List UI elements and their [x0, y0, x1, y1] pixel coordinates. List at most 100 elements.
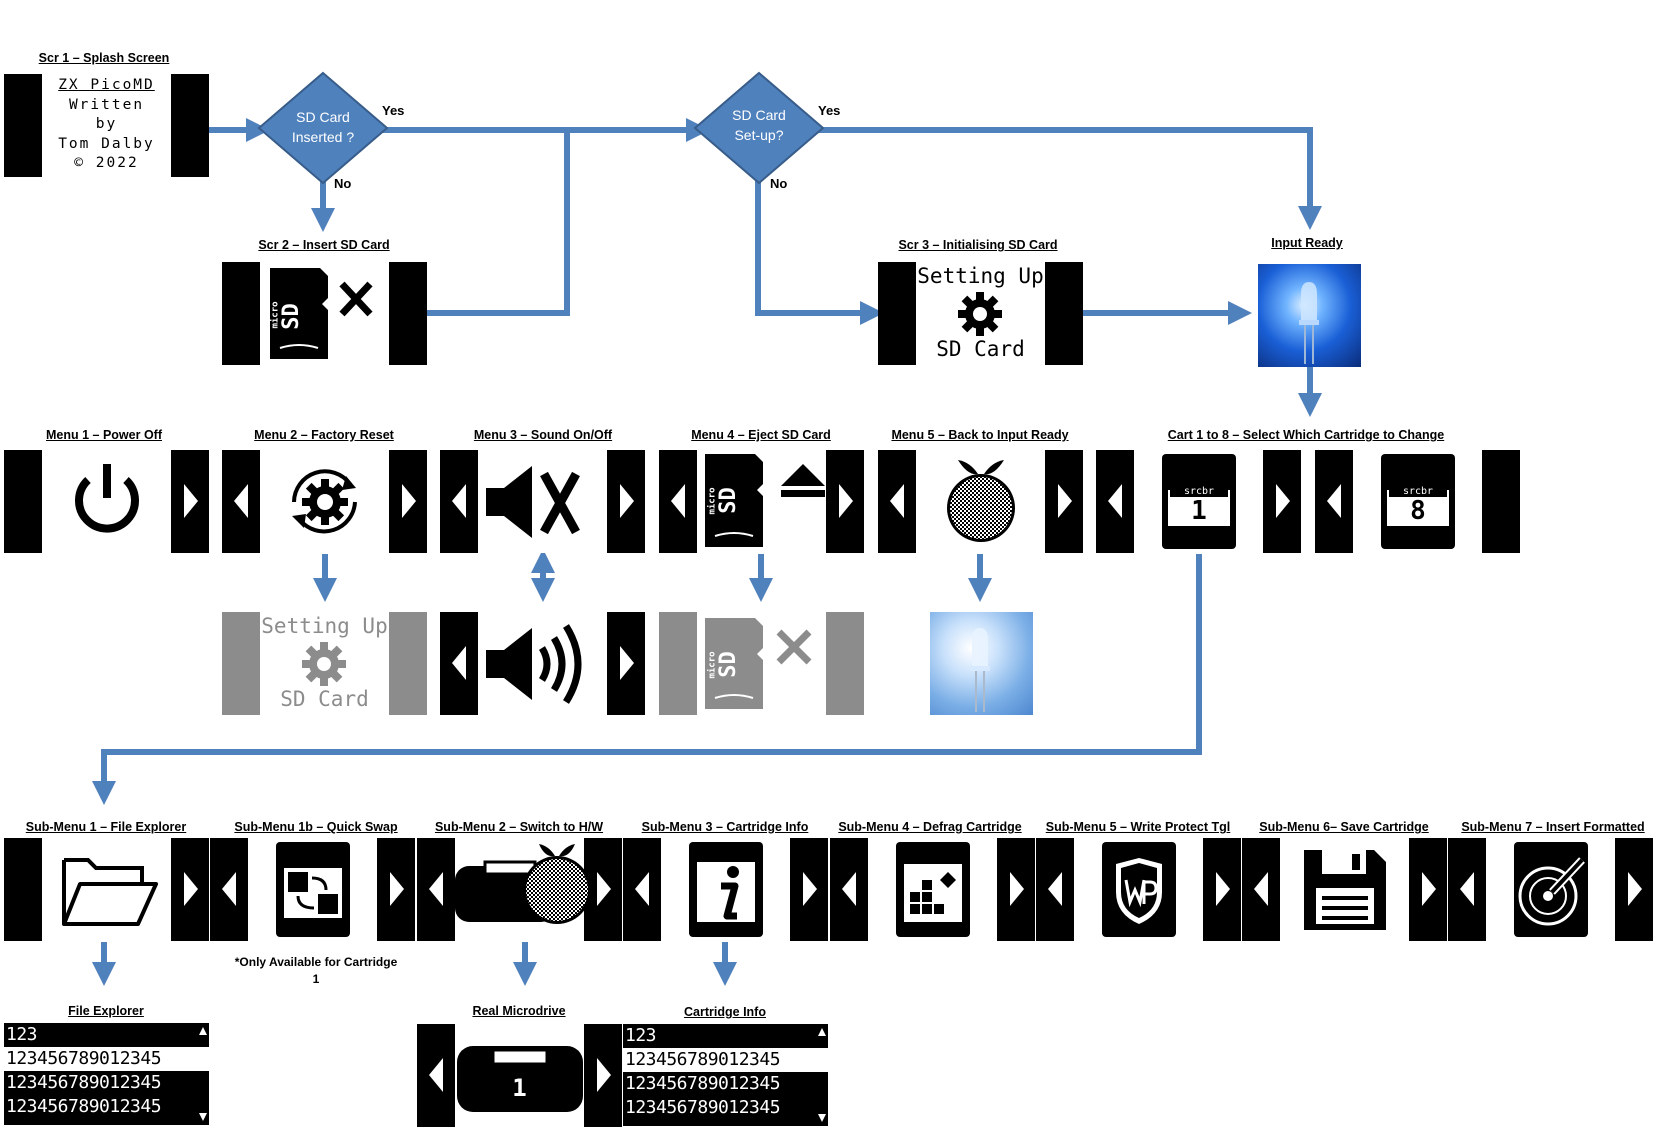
defrag-icon [842, 842, 1024, 937]
label-sub1b: Sub-Menu 1b – Quick Swap [234, 820, 398, 834]
label-sub3: Sub-Menu 3 – Cartridge Info [641, 820, 809, 834]
d1-yes-label: Yes [382, 103, 405, 118]
info-icon [635, 842, 817, 937]
quick-swap-icon [222, 842, 404, 937]
label-menu4: Menu 4 – Eject SD Card [691, 428, 831, 442]
back-to-input-led [930, 612, 1033, 715]
sd-eject-icon [671, 454, 853, 547]
arrow-scr2-to-d2 [425, 130, 570, 316]
label-cartridge-info: Cartridge Info [684, 1005, 766, 1019]
label-sub2: Sub-Menu 2 – Switch to H/W [434, 820, 604, 834]
menu2-factory-reset-screen [222, 450, 427, 553]
menu5-back-screen [878, 450, 1083, 553]
label-scr3: Scr 3 – Initialising SD Card [898, 238, 1058, 252]
d2-yes-label: Yes [818, 103, 841, 118]
real-microdrive-screen: 1 [417, 1024, 622, 1127]
arrow-cart-to-submenu [92, 554, 1202, 805]
eject-sd-text: SD [715, 487, 741, 514]
d2-no-label: No [770, 176, 788, 191]
decision-sd-setup-text: SD Card Set-up? [732, 107, 786, 143]
setting-up-screen: Setting Up SD Card [878, 262, 1083, 365]
sd-card-missing-icon [270, 268, 373, 359]
decision-sd-setup [693, 71, 825, 185]
decision-sd-inserted-text: SD Card Inserted ? [291, 109, 355, 145]
scroll-arrows[interactable] [623, 1024, 828, 1126]
label-menu5: Menu 5 – Back to Input Ready [891, 428, 1069, 442]
cart1-number: 1 [1191, 496, 1207, 526]
label-sub4: Sub-Menu 4 – Defrag Cartridge [838, 820, 1022, 834]
gear-icon [302, 642, 346, 686]
sd-label-wrap: micro SD [271, 292, 304, 342]
gear-icon [958, 292, 1002, 336]
reset-top-text: Setting Up [261, 614, 388, 638]
sub6-save-screen [1242, 838, 1447, 941]
insert-sd-screen: micro SD [222, 262, 427, 365]
raspberry-pi-icon [890, 460, 1072, 542]
arrow-d2-no [755, 178, 884, 325]
led-icon [1299, 282, 1319, 364]
file-explorer-list[interactable]: 123 123456789012345 123456789012345 1234… [4, 1023, 209, 1125]
sub5-write-protect-screen [1036, 838, 1241, 941]
list-item[interactable]: 123456789012345 [625, 1097, 781, 1118]
quick-swap-note: *Only Available for Cartridge 1 [234, 955, 398, 986]
list-item[interactable]: 123456789012345 [6, 1096, 162, 1117]
list-item[interactable]: 123456789012345 [6, 1072, 162, 1093]
cart8-number: 8 [1410, 496, 1426, 526]
factory-reset-result-screen: Setting Up SD Card [222, 612, 427, 715]
sound-off-icon [452, 466, 634, 538]
cartridge-info-list[interactable]: 123 123456789012345 123456789012345 1234… [623, 1024, 828, 1126]
sd-text: SD [278, 303, 304, 330]
menu4-eject-sd-screen: micro SD [659, 450, 864, 553]
splash-screen: ZX PicoMD Written by Tom Dalby © 2022 [4, 74, 209, 177]
label-cart: Cart 1 to 8 – Select Which Cartridge to … [1167, 428, 1445, 442]
splash-text: ZX PicoMD Written by Tom Dalby © 2022 [42, 74, 171, 177]
factory-reset-icon [234, 469, 416, 534]
cart8-screen: srcbr 8 [1315, 450, 1520, 553]
arrow-d2-yes [818, 127, 1322, 230]
folder-icon [62, 858, 198, 926]
microdrive-icon [429, 844, 611, 924]
floppy-save-icon [1254, 850, 1436, 930]
list-item[interactable]: 123456789012345 [625, 1073, 781, 1094]
cart8-tag: srcbr [1389, 486, 1447, 497]
label-sub6: Sub-Menu 6– Save Cartridge [1259, 820, 1429, 834]
menu3-sound-screen [440, 450, 645, 553]
splash-line4: Tom Dalby [58, 135, 155, 152]
sd-card-missing-icon [705, 618, 812, 709]
splash-line2: Written [68, 96, 145, 113]
sub4-defrag-screen [830, 838, 1035, 941]
format-disc-icon [1460, 842, 1642, 937]
write-protect-icon [1048, 842, 1230, 937]
sub7-insert-formatted-screen [1448, 838, 1653, 941]
label-sub5: Sub-Menu 5 – Write Protect Tgl [1045, 820, 1231, 834]
list-item-selected[interactable]: 123456789012345 [4, 1047, 209, 1071]
led-icon [970, 628, 990, 712]
label-scr1: Scr 1 – Splash Screen [38, 51, 170, 65]
setup-top-text: Setting Up [917, 264, 1044, 288]
label-file-explorer: File Explorer [68, 1004, 144, 1018]
reset-bottom-text: SD Card [280, 687, 369, 711]
sub2-switch-hw-screen [417, 838, 622, 941]
label-menu2: Menu 2 – Factory Reset [254, 428, 394, 442]
scroll-arrows[interactable] [4, 1023, 209, 1125]
label-sub1: Sub-Menu 1 – File Explorer [25, 820, 187, 834]
label-menu3: Menu 3 – Sound On/Off [473, 428, 613, 442]
sub1b-quick-swap-screen [210, 838, 415, 941]
setup-bottom-text: SD Card [936, 337, 1025, 361]
sound-on-screen [440, 612, 645, 715]
menu1-power-off-screen [4, 450, 209, 553]
list-item[interactable]: 123 [625, 1025, 657, 1046]
power-icon [75, 464, 198, 533]
list-item[interactable]: 123 [6, 1024, 38, 1045]
decision-sd-inserted [257, 71, 389, 185]
label-sub7: Sub-Menu 7 – Insert Formatted [1461, 820, 1645, 834]
list-item-selected[interactable]: 123456789012345 [623, 1048, 828, 1072]
label-input-ready: Input Ready [1271, 236, 1343, 250]
eject-result-screen: micro SD [659, 612, 864, 715]
d1-no-label: No [334, 176, 352, 191]
label-real-microdrive: Real Microdrive [472, 1004, 566, 1018]
splash-title: ZX PicoMD [58, 77, 155, 93]
sub3-cartridge-info-screen [623, 838, 828, 941]
splash-line3: by [95, 116, 118, 132]
cart1-tag: srcbr [1170, 486, 1228, 497]
